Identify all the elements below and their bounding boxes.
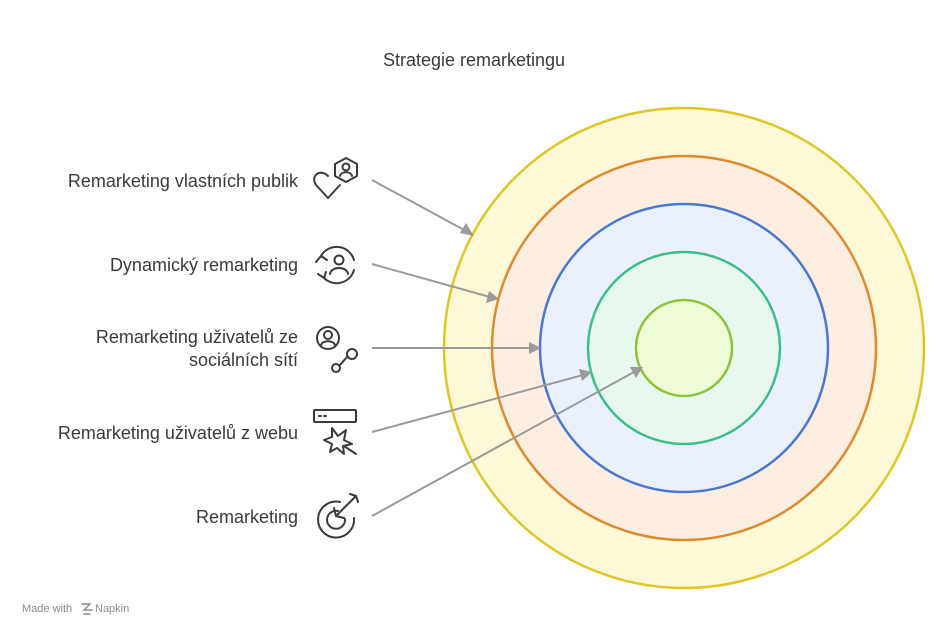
- napkin-logo-icon: [81, 603, 93, 615]
- refresh-user-icon: [315, 245, 355, 285]
- target-arrow-icon: [317, 493, 359, 539]
- arrow-1: [371, 179, 474, 236]
- arrow-5: [371, 367, 643, 517]
- arrow-2: [371, 263, 499, 303]
- diagram-title: Strategie remarketingu: [383, 50, 565, 70]
- arrows: [371, 179, 643, 517]
- item-label-4: Remarketing uživatelů z webu: [58, 423, 298, 443]
- web-click-icon: [313, 409, 357, 455]
- concentric-rings: [442, 106, 926, 590]
- item-label-3b: sociálních sítí: [189, 350, 298, 370]
- social-share-user-icon: [316, 326, 358, 373]
- arrow-4: [371, 369, 592, 433]
- item-label-1: Remarketing vlastních publik: [68, 171, 299, 191]
- labels: Remarketing vlastních publik Dynamický r…: [58, 171, 299, 527]
- item-label-2: Dynamický remarketing: [110, 255, 298, 275]
- footer-brand: Napkin: [95, 603, 129, 615]
- item-label-3a: Remarketing uživatelů ze: [96, 327, 298, 347]
- item-label-5: Remarketing: [196, 507, 298, 527]
- footer-watermark: Made with Napkin: [22, 603, 129, 615]
- ring-5: [634, 298, 734, 398]
- arrow-3: [372, 342, 541, 354]
- footer-made-with: Made with: [22, 603, 72, 615]
- heart-user-icon: [313, 157, 358, 199]
